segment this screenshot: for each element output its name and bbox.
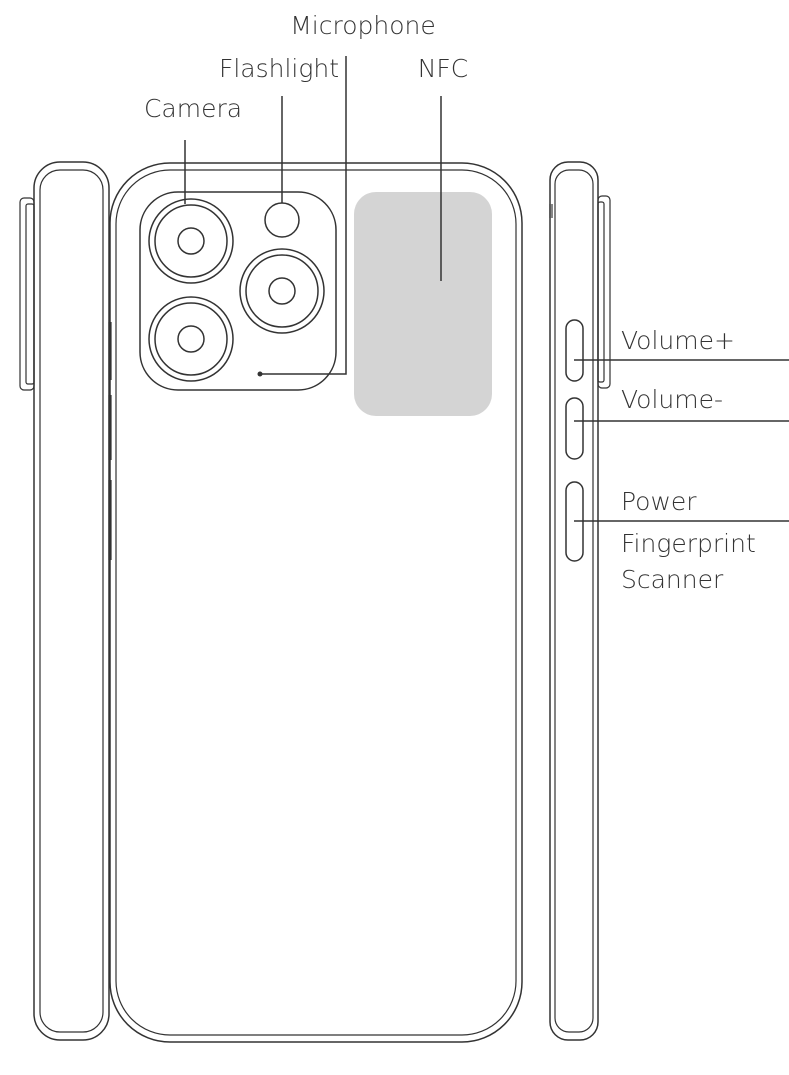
microphone-hole xyxy=(257,371,263,377)
main-camera-lens xyxy=(148,198,234,284)
label-flashlight: Flashlight xyxy=(219,54,339,83)
label-scanner: Scanner xyxy=(621,565,724,594)
left-side-view xyxy=(19,161,112,1041)
label-fingerprint: Fingerprint xyxy=(621,529,756,558)
microphone-leader xyxy=(262,56,347,375)
camera-module xyxy=(139,191,337,391)
nfc-area xyxy=(354,192,492,416)
label-nfc: NFC xyxy=(418,54,469,83)
label-camera: Camera xyxy=(144,94,242,123)
volume-down-button xyxy=(565,397,584,460)
label-volume-up: Volume+ xyxy=(621,326,735,355)
label-power: Power xyxy=(621,487,697,516)
phone-back xyxy=(109,162,523,1043)
label-volume-down: Volume- xyxy=(621,385,723,414)
second-camera-lens xyxy=(239,248,325,334)
third-camera-lens xyxy=(148,296,234,382)
flashlight-icon xyxy=(264,202,300,238)
right-side-view xyxy=(549,161,611,1041)
volume-up-button xyxy=(565,319,584,382)
label-microphone: Microphone xyxy=(290,11,436,40)
